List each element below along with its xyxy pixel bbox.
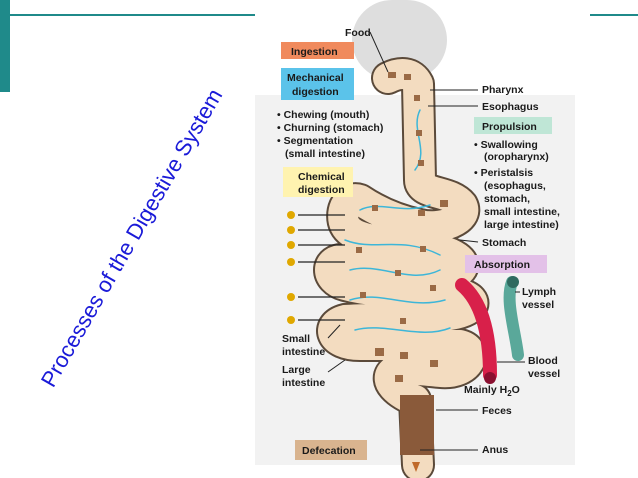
propulsion-item: (esophagus,: [484, 180, 546, 192]
mech-item: (small intestine): [285, 148, 365, 160]
ingestion-label: Ingestion: [291, 46, 338, 58]
propulsion-box: [474, 117, 552, 134]
anus-arrow: [412, 462, 420, 472]
propulsion-item: stomach,: [484, 193, 530, 205]
propulsion-label: Propulsion: [482, 121, 537, 133]
defecation-box: [295, 440, 367, 460]
mainly-h2o-label: Mainly H2O: [464, 384, 520, 398]
top-rule: [590, 14, 638, 16]
stomach-label: Stomach: [482, 237, 526, 249]
defecation-label: Defecation: [302, 445, 356, 457]
food-particles: [356, 72, 448, 382]
large-intestine-label: intestine: [282, 377, 325, 389]
lymph-vessel-end: [507, 276, 519, 288]
accent-bar: [0, 0, 10, 92]
mech-item: • Segmentation: [277, 135, 353, 147]
lymph-vessel-label: Lymph: [522, 286, 556, 298]
large-intestine-label: Large: [282, 364, 311, 376]
mechanical-box: [281, 68, 354, 100]
enzyme-arrows: [298, 214, 345, 321]
mechanical-label-2: digestion: [292, 86, 339, 98]
chemical-box: [283, 167, 353, 197]
blood-vessel-label: vessel: [528, 368, 560, 380]
esophagus-label: Esophagus: [482, 101, 539, 113]
propulsion-item: (oropharynx): [484, 151, 549, 163]
rectum-feces: [400, 395, 434, 455]
gi-tract: [313, 57, 490, 478]
mechanical-label-1: Mechanical: [287, 72, 344, 84]
head-silhouette: [352, 0, 447, 80]
top-rule: [10, 14, 255, 16]
feces-label: Feces: [482, 405, 512, 417]
absorption-box: [465, 255, 547, 273]
propulsion-item: large intestine): [484, 219, 559, 231]
propulsion-item: • Swallowing: [474, 139, 538, 151]
small-intestine-label: intestine: [282, 346, 325, 358]
tract-lumen: [315, 59, 488, 478]
blood-vessel: [455, 278, 497, 382]
mech-item: • Chewing (mouth): [277, 109, 369, 121]
ingestion-box: [281, 42, 354, 59]
lymph-vessel-label: vessel: [522, 299, 554, 311]
chemical-label-1: Chemical: [298, 171, 345, 183]
blood-vessel-label: Blood: [528, 355, 558, 367]
blood-vessel-end: [484, 372, 496, 384]
chemical-label-2: digestion: [298, 184, 345, 196]
absorption-label: Absorption: [474, 259, 530, 271]
leader-lines: [327, 31, 525, 451]
propulsion-item: small intestine,: [484, 206, 560, 218]
food-label: Food: [345, 27, 371, 39]
pharynx-label: Pharynx: [482, 84, 524, 96]
small-intestine-label: Small: [282, 333, 310, 345]
anus-label: Anus: [482, 444, 508, 456]
propulsion-item: • Peristalsis: [474, 167, 533, 179]
mech-item: • Churning (stomach): [277, 122, 383, 134]
